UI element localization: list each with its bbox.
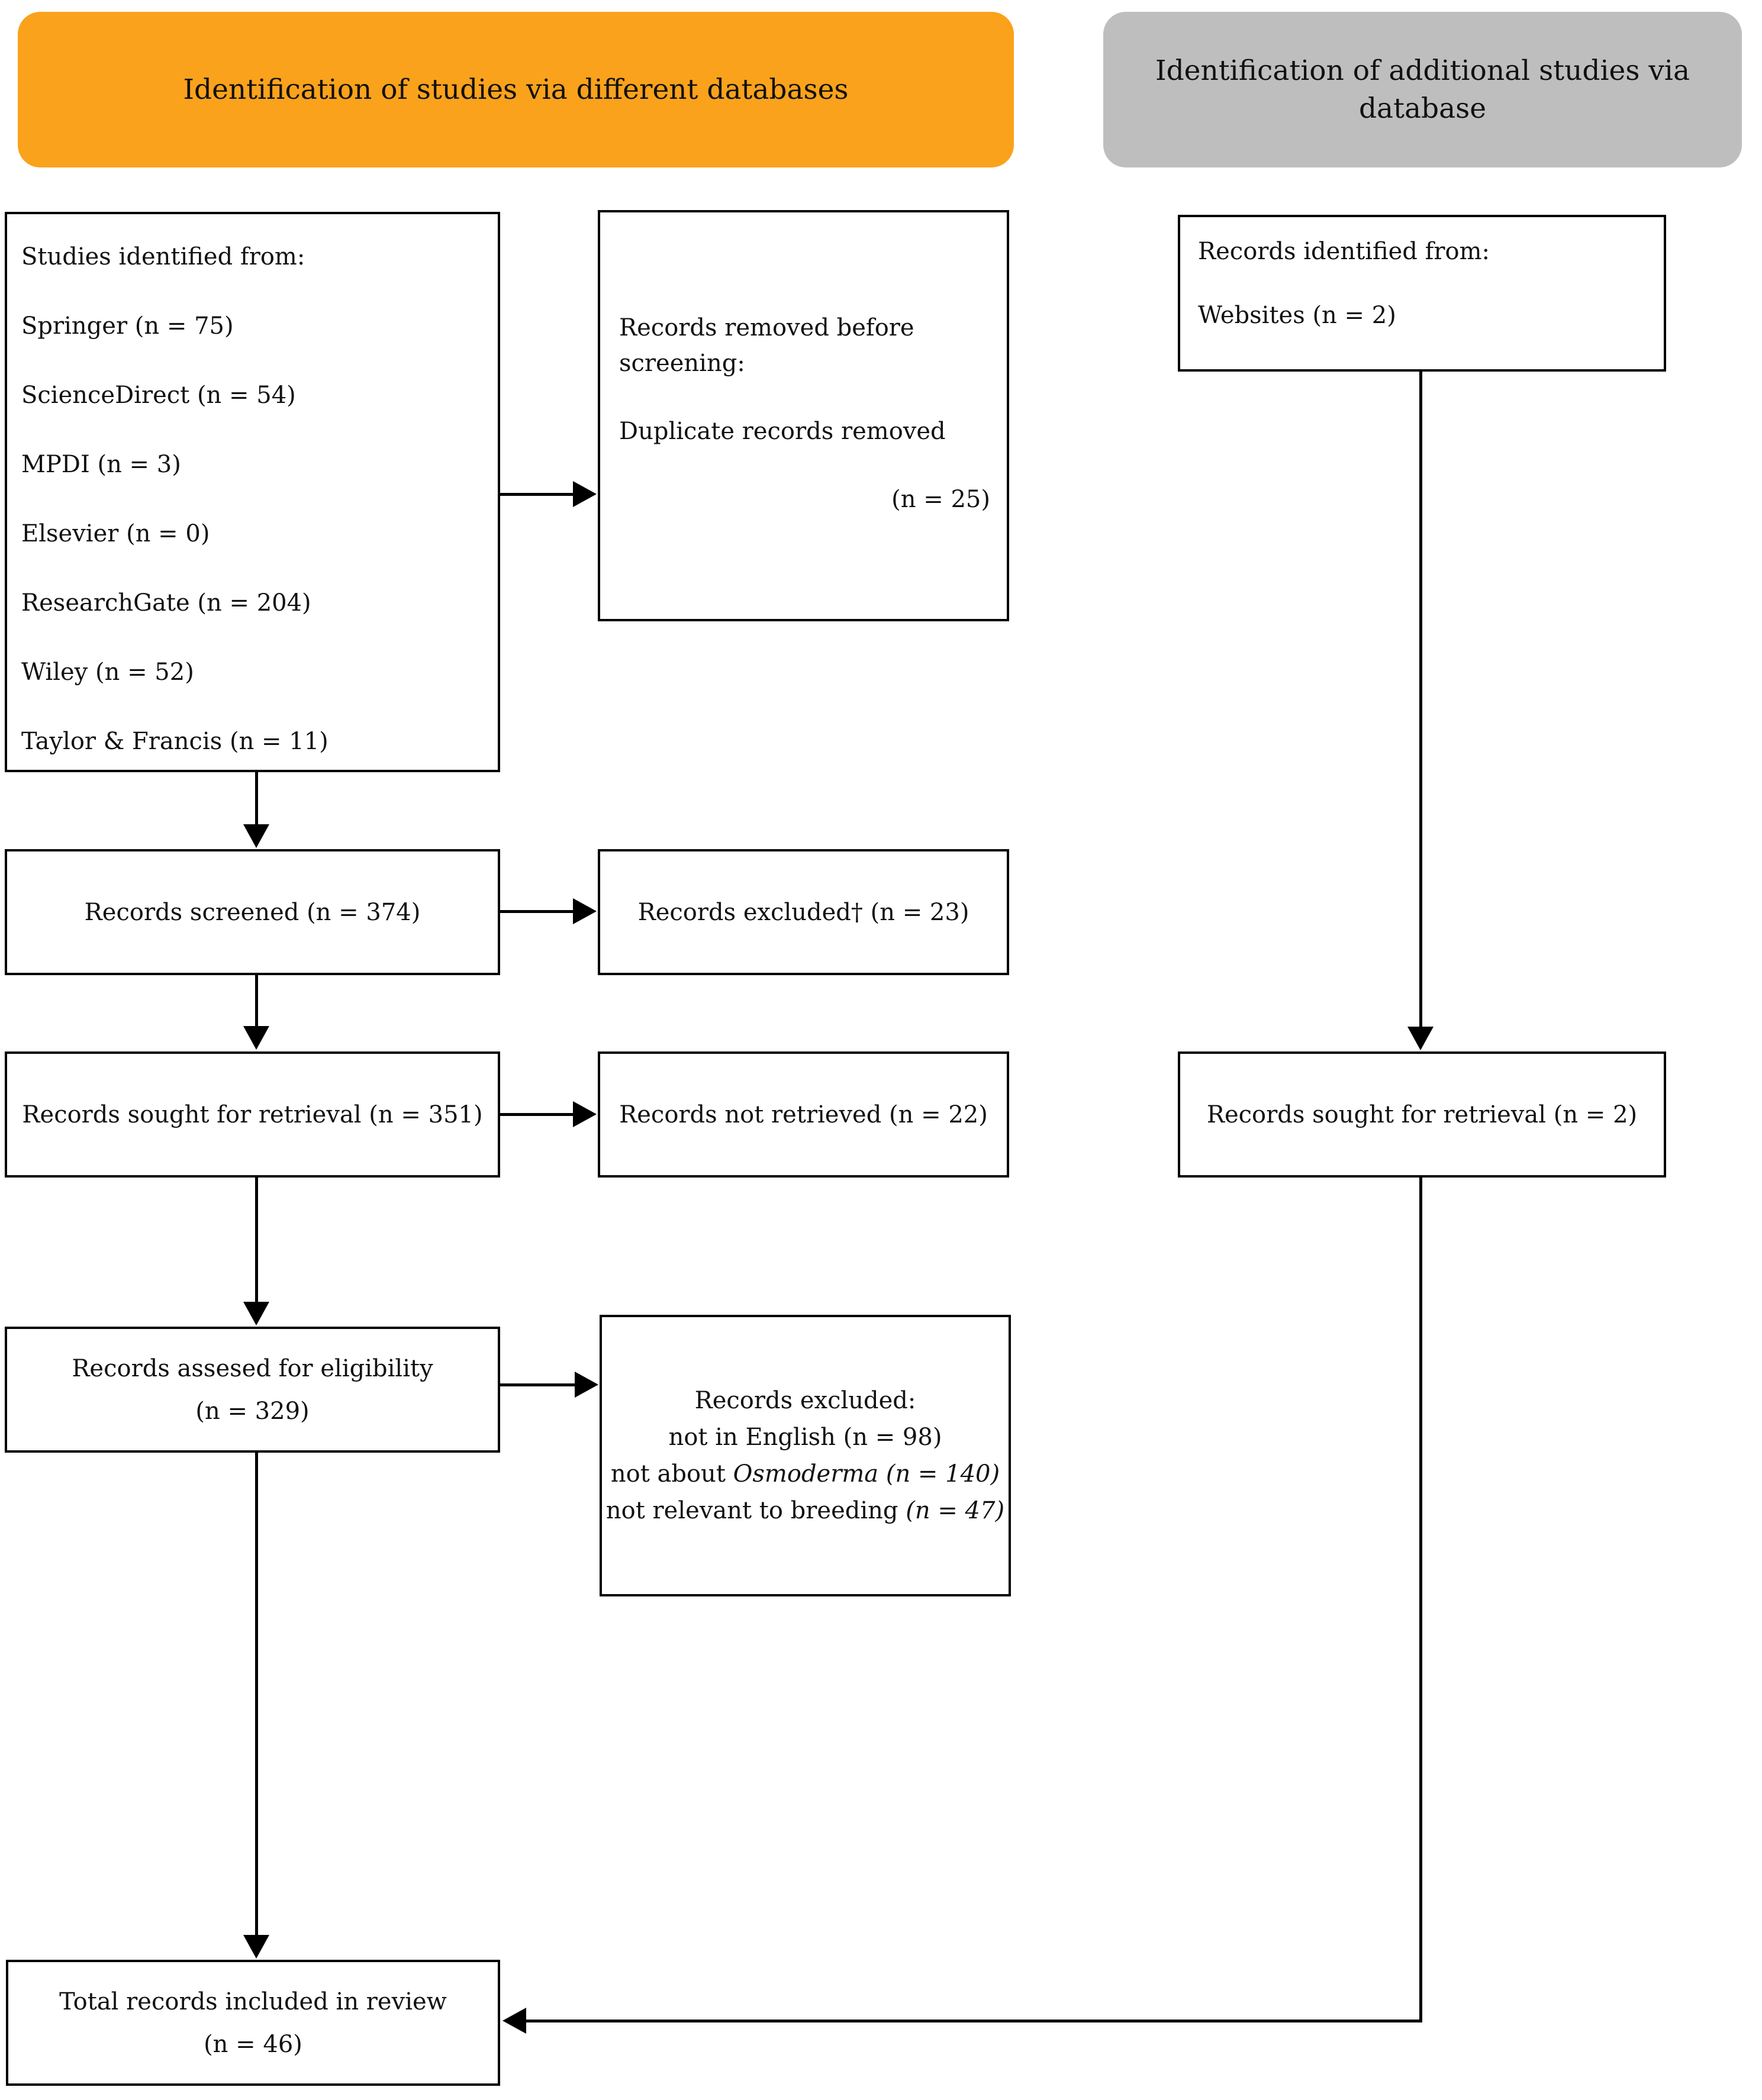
arrow-sought-to-assessed-line [255, 1178, 258, 1302]
records-not-retrieved-box: Records not retrieved (n = 22) [598, 1051, 1009, 1178]
total-included-line2: (n = 46) [204, 2030, 302, 2058]
arrow-sought-to-notretrieved-head [573, 1101, 597, 1127]
source-mpdi: MPDI (n = 3) [21, 451, 181, 478]
arrow-screened-to-excluded-head [573, 898, 597, 924]
arrow-assessed-to-total-head [243, 1935, 269, 1959]
records-sought-label: Records sought for retrieval (n = 351) [22, 1101, 483, 1128]
records-sought-websites-label: Records sought for retrieval (n = 2) [1206, 1101, 1638, 1128]
records-sought-box: Records sought for retrieval (n = 351) [5, 1051, 500, 1178]
records-sought-websites-box: Records sought for retrieval (n = 2) [1178, 1051, 1666, 1178]
arrow-assessed-to-excluded-detail-head [575, 1372, 598, 1398]
arrow-screened-to-sought-line [255, 975, 258, 1026]
arrow-sought-to-assessed-head [243, 1302, 269, 1325]
total-included-line1: Total records included in review [59, 1988, 447, 2015]
excluded-detail-line2: not in English (n = 98) [668, 1424, 942, 1451]
arrow-sources-to-screened-line [255, 772, 258, 824]
excluded-detail-line4-prefix: not relevant to breeding [605, 1497, 906, 1524]
records-removed-count: (n = 25) [891, 486, 990, 513]
arrow-sources-to-removed-line [500, 493, 573, 496]
arrow-assessed-to-total-line [255, 1453, 258, 1935]
arrow-assessed-to-excluded-detail-line [500, 1383, 575, 1386]
elbow-websites-to-total-vertical [1419, 1178, 1422, 2022]
records-screened-label: Records screened (n = 374) [84, 898, 421, 926]
arrow-sources-to-screened-head [243, 824, 269, 848]
records-assessed-box: Records assesed for eligibility (n = 329… [5, 1327, 500, 1453]
records-removed-box: Records removed before screening: Duplic… [598, 210, 1009, 621]
excluded-detail-line3-italic: Osmoderma (n = 140) [733, 1460, 1000, 1488]
records-assessed-line2: (n = 329) [195, 1397, 310, 1425]
arrow-screened-to-excluded-line [500, 910, 573, 913]
arrow-sought-to-notretrieved-line [500, 1113, 573, 1116]
header-databases: Identification of studies via different … [18, 12, 1014, 167]
arrow-websites-to-total-head [502, 2008, 526, 2034]
records-assessed-line1: Records assesed for eligibility [72, 1354, 433, 1382]
source-springer: Springer (n = 75) [21, 312, 234, 340]
records-excluded-detail-box: Records excluded: not in English (n = 98… [600, 1315, 1011, 1596]
records-screened-box: Records screened (n = 374) [5, 849, 500, 975]
records-removed-line1: Records removed before screening: [619, 314, 914, 377]
records-not-retrieved-label: Records not retrieved (n = 22) [619, 1101, 988, 1128]
excluded-detail-line3-prefix: not about [610, 1460, 733, 1488]
source-wiley: Wiley (n = 52) [21, 659, 194, 686]
header-databases-label: Identification of studies via different … [183, 73, 849, 106]
elbow-websites-to-total-horizontal [526, 2020, 1422, 2022]
studies-identified-title: Studies identified from: [21, 243, 305, 270]
studies-identified-box: Studies identified from: Springer (n = 7… [5, 212, 500, 772]
total-included-box: Total records included in review (n = 46… [6, 1960, 500, 2086]
excluded-detail-line1: Records excluded: [694, 1387, 916, 1414]
header-additional-line2: database [1358, 92, 1487, 125]
source-taylor-francis: Taylor & Francis (n = 11) [21, 728, 328, 755]
records-identified-websites-box: Records identified from: Websites (n = 2… [1178, 215, 1666, 372]
excluded-detail-line3: not about Osmoderma (n = 140) [611, 1456, 1000, 1492]
records-removed-line2: Duplicate records removed [619, 418, 946, 445]
header-additional-line1: Identification of additional studies via [1155, 54, 1690, 87]
arrow-sources-to-removed-head [573, 481, 597, 507]
source-researchgate: ResearchGate (n = 204) [21, 589, 311, 617]
source-sciencedirect: ScienceDirect (n = 54) [21, 382, 296, 409]
records-excluded-label: Records excluded† (n = 23) [637, 898, 969, 926]
arrow-screened-to-sought-head [243, 1026, 269, 1050]
records-excluded-box: Records excluded† (n = 23) [598, 849, 1009, 975]
excluded-detail-line4-italic: (n = 47) [906, 1497, 1005, 1524]
records-identified-item: Websites (n = 2) [1198, 302, 1396, 329]
records-identified-title: Records identified from: [1198, 238, 1490, 265]
arrow-identified-to-sought-head [1407, 1027, 1434, 1050]
header-additional-studies: Identification of additional studies via… [1103, 12, 1742, 167]
excluded-detail-line4: not relevant to breeding (n = 47) [606, 1492, 1004, 1529]
source-elsevier: Elsevier (n = 0) [21, 520, 210, 547]
arrow-identified-to-sought-line [1419, 372, 1422, 1027]
